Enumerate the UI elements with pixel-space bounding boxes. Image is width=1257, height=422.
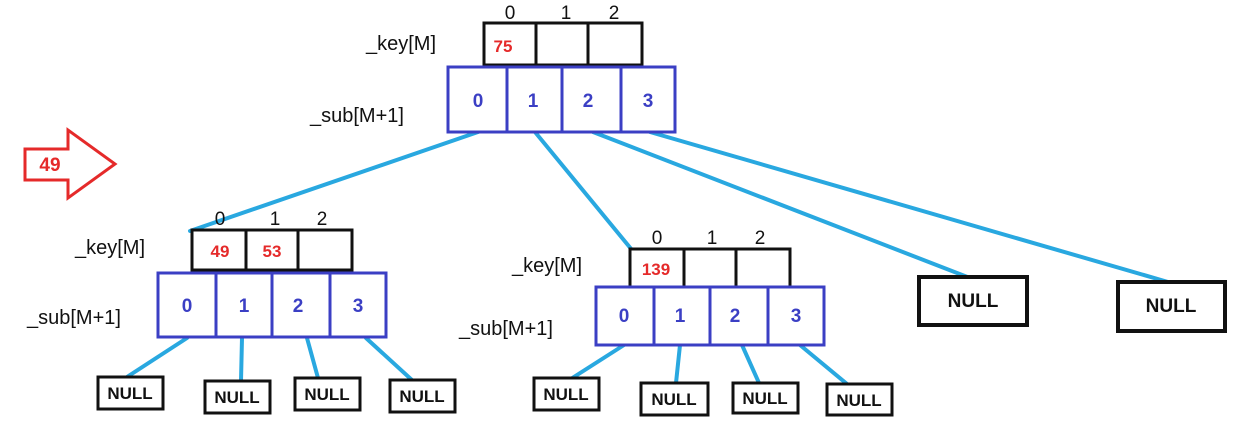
middle-sub-index: 2 xyxy=(730,306,741,327)
null-leaf-label: NULL xyxy=(1146,296,1197,317)
root-key-cell xyxy=(534,21,590,67)
middle-key-index: 1 xyxy=(707,228,718,249)
root-key-array: 75 xyxy=(482,21,644,67)
left-key-cell xyxy=(190,228,248,272)
null-leaf-label: NULL xyxy=(399,387,444,406)
edge-left-sub2-to-null xyxy=(305,336,320,380)
null-leaf-box xyxy=(96,375,165,411)
root-key-index: 1 xyxy=(561,3,572,24)
edge-root-sub2-to-null xyxy=(591,130,972,280)
left-key-index: 1 xyxy=(270,209,281,230)
left-key-value: 49 xyxy=(211,242,230,261)
root-sub-cell xyxy=(560,65,623,134)
root-key-label: _key[M] xyxy=(365,33,436,55)
null-leaf-label: NULL xyxy=(836,391,881,410)
edge-middle-sub0-to-null xyxy=(564,343,626,384)
edge-left-sub0-to-null xyxy=(125,336,189,379)
root-sub-index: 0 xyxy=(473,91,484,112)
null-leaf-label: NULL xyxy=(948,291,999,312)
left-sub-cell xyxy=(156,271,218,339)
left-sub-index: 3 xyxy=(353,296,364,317)
edge-middle-sub3-to-null xyxy=(798,343,849,386)
middle-key-cell xyxy=(682,247,738,289)
null-leaf-box xyxy=(293,376,362,412)
null-leaf-label: NULL xyxy=(742,389,787,408)
root-key-cell xyxy=(482,21,538,67)
middle-key-value: 139 xyxy=(642,260,670,279)
left-sub-cell xyxy=(214,271,274,339)
middle-sub-index: 3 xyxy=(791,306,802,327)
root-key-value: 75 xyxy=(494,37,513,56)
left-sub-index: 0 xyxy=(182,296,193,317)
null-leaf-box xyxy=(388,378,457,414)
middle-key-cell xyxy=(734,247,792,289)
edge-root-sub0-to-left-node xyxy=(188,130,480,233)
left-sub-cell xyxy=(328,271,388,339)
insert-value: 49 xyxy=(39,155,60,176)
edge-middle-sub2-to-null xyxy=(740,343,761,385)
left-sub-cell xyxy=(270,271,332,339)
null-leaf-label: NULL xyxy=(304,385,349,404)
root-sub-cell xyxy=(619,65,677,134)
root-null-leaves: NULL NULL xyxy=(917,275,1227,333)
left-null-leaves: NULL NULL NULL NULL xyxy=(96,375,457,415)
middle-sub-cell xyxy=(594,285,656,347)
null-leaf-box xyxy=(731,381,800,415)
null-leaf-label: NULL xyxy=(651,390,696,409)
middle-sub-array: 0 1 2 3 xyxy=(594,285,826,347)
middle-key-index: 0 xyxy=(652,228,663,249)
left-sub-label: _sub[M+1] xyxy=(26,307,121,329)
null-leaf-box xyxy=(917,275,1029,327)
null-leaf-box xyxy=(639,381,710,417)
null-leaf-box xyxy=(1116,280,1227,333)
middle-sub-label: _sub[M+1] xyxy=(458,318,553,340)
middle-sub-index: 1 xyxy=(675,306,686,327)
edge-root-sub1-to-middle-node xyxy=(533,130,634,252)
null-leaf-box xyxy=(532,376,601,412)
edge-middle-sub1-to-null xyxy=(674,343,682,385)
left-sub-index: 1 xyxy=(239,296,250,317)
edge-root-sub3-to-null xyxy=(648,130,1170,284)
left-key-array: 49 53 xyxy=(190,228,354,272)
tree-edges xyxy=(125,130,1170,386)
left-sub-array: 0 1 2 3 xyxy=(156,271,388,339)
root-sub-array: 0 1 2 3 xyxy=(446,65,677,134)
middle-child-node: _key[M] _sub[M+1] 0 1 2 139 0 1 2 3 NULL xyxy=(458,228,894,417)
middle-key-array: 139 xyxy=(628,247,792,289)
insert-arrow: 49 xyxy=(23,127,118,201)
middle-null-leaves: NULL NULL NULL NULL xyxy=(532,376,894,417)
root-sub-label: _sub[M+1] xyxy=(309,105,404,127)
left-key-cell xyxy=(296,228,354,272)
edge-left-sub1-to-null xyxy=(239,336,244,383)
arrow-shape xyxy=(23,127,118,201)
left-key-index: 0 xyxy=(215,209,226,230)
edge-left-sub3-to-null xyxy=(364,336,415,383)
null-leaf-box xyxy=(825,382,894,417)
left-sub-index: 2 xyxy=(293,296,304,317)
null-leaf-label: NULL xyxy=(543,385,588,404)
root-sub-index: 3 xyxy=(643,91,654,112)
root-sub-index: 1 xyxy=(528,91,539,112)
root-sub-cell xyxy=(505,65,564,134)
middle-sub-cell xyxy=(766,285,826,347)
root-sub-cell xyxy=(446,65,509,134)
root-key-index: 2 xyxy=(609,3,620,24)
left-key-index: 2 xyxy=(317,209,328,230)
null-leaf-box xyxy=(203,379,272,415)
middle-key-index: 2 xyxy=(755,228,766,249)
root-key-cell xyxy=(586,21,644,67)
null-leaf-label: NULL xyxy=(107,384,152,403)
middle-sub-index: 0 xyxy=(619,306,630,327)
root-node: _key[M] _sub[M+1] 0 1 2 75 0 1 2 3 xyxy=(309,3,677,134)
left-key-value: 53 xyxy=(263,242,282,261)
root-key-index: 0 xyxy=(505,3,516,24)
left-child-node: _key[M] _sub[M+1] 0 1 2 49 53 0 1 2 3 NU… xyxy=(26,209,457,415)
middle-key-label: _key[M] xyxy=(511,255,582,277)
root-sub-index: 2 xyxy=(583,91,594,112)
null-leaf-label: NULL xyxy=(214,388,259,407)
left-key-label: _key[M] xyxy=(74,237,145,259)
